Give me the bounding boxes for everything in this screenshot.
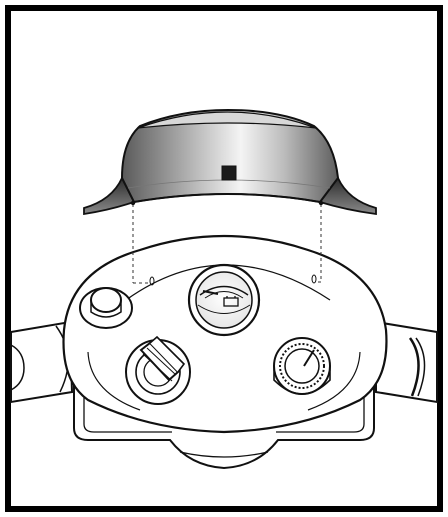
shroud xyxy=(83,108,377,216)
battery-gauge xyxy=(187,263,261,337)
shroud-pin-left xyxy=(130,200,136,206)
speed-knob xyxy=(273,337,331,395)
battery-icon xyxy=(223,296,239,307)
horn-button xyxy=(79,287,133,329)
mounting-screw-right xyxy=(311,274,317,284)
alignment-lines xyxy=(132,204,322,284)
mounting-screw-left xyxy=(149,276,155,286)
shroud-pin-right xyxy=(318,200,324,206)
right-handlebar xyxy=(375,320,438,404)
shroud-center-button xyxy=(221,165,237,181)
key-switch xyxy=(125,335,191,405)
